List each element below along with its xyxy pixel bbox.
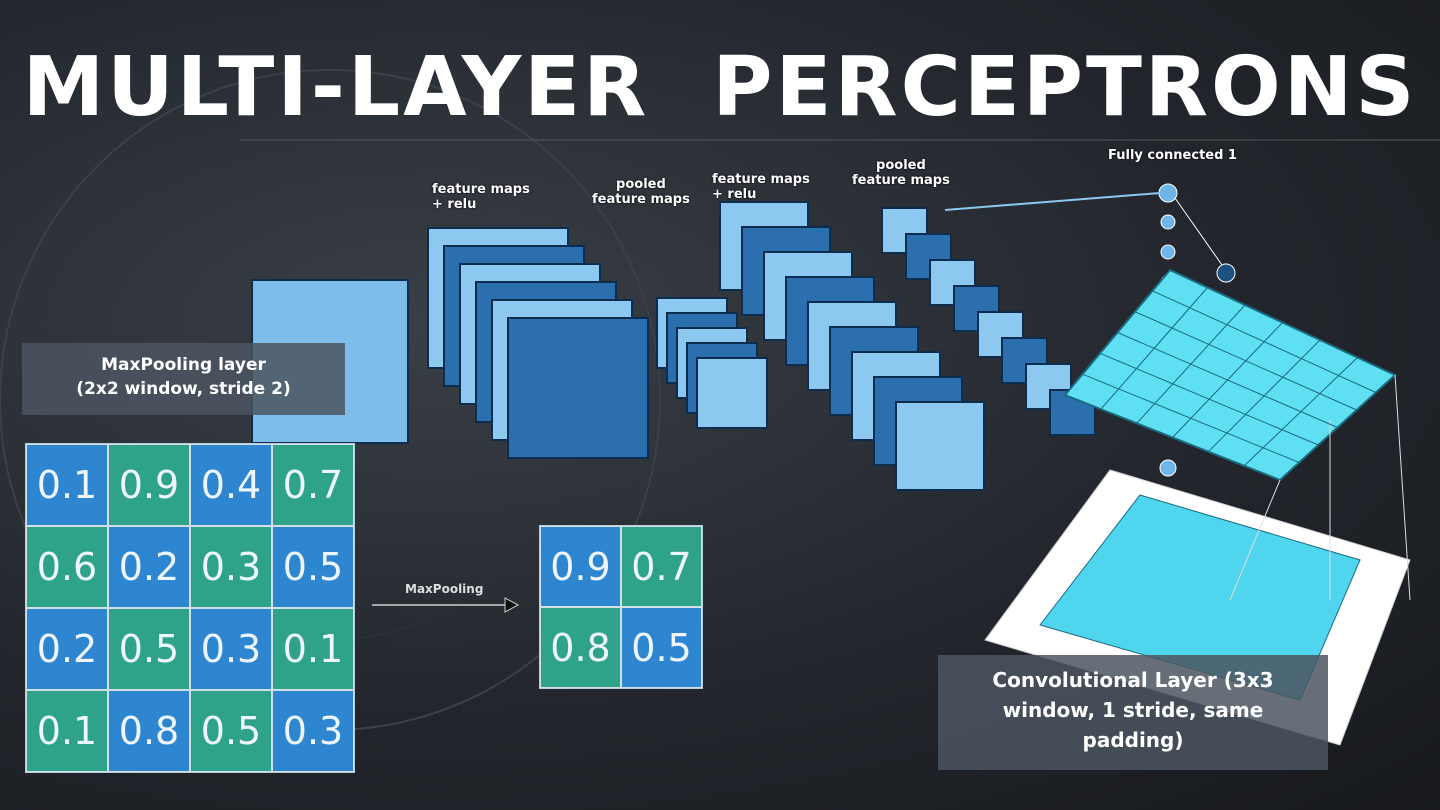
maxpool-label-line2: (2x2 window, stride 2) bbox=[76, 379, 291, 399]
matrix-cell: 0.7 bbox=[621, 526, 702, 607]
maxpool-label-box: MaxPooling layer (2x2 window, stride 2) bbox=[22, 343, 345, 415]
conv-grid-line bbox=[1243, 357, 1358, 467]
matrix-cell: 0.5 bbox=[272, 526, 354, 608]
conv-label-text: Convolutional Layer (3x3 window, 1 strid… bbox=[992, 668, 1274, 752]
matrix-cell: 0.5 bbox=[108, 608, 190, 690]
label-fully-connected: Fully connected 1 bbox=[1108, 148, 1237, 163]
matrix-cell: 0.9 bbox=[108, 444, 190, 526]
feature-map-1 bbox=[507, 317, 649, 459]
matrix-cell: 0.3 bbox=[272, 690, 354, 772]
matrix-cell: 0.8 bbox=[540, 607, 621, 688]
matrix-cell: 0.5 bbox=[621, 607, 702, 688]
matrix-cell: 0.1 bbox=[26, 690, 108, 772]
matrix-cell: 0.1 bbox=[26, 444, 108, 526]
label-feature-maps-1: feature maps + relu bbox=[432, 182, 530, 212]
matrix-cell: 0.1 bbox=[272, 608, 354, 690]
conv-layer-3d bbox=[984, 268, 1411, 746]
feature-map-2 bbox=[895, 401, 985, 491]
matrix-cell: 0.2 bbox=[26, 608, 108, 690]
matrix-cell: 0.8 bbox=[108, 690, 190, 772]
label-pooled-2: pooled feature maps bbox=[852, 158, 950, 188]
matrix-cell: 0.6 bbox=[26, 526, 108, 608]
label-feature-maps-2: feature maps + relu bbox=[712, 172, 810, 202]
maxpool-label-line1: MaxPooling layer bbox=[101, 355, 266, 375]
pooled-map-2 bbox=[881, 207, 928, 254]
matrix-cell: 0.3 bbox=[190, 526, 272, 608]
matrix-cell: 0.9 bbox=[540, 526, 621, 607]
label-pooled-1: pooled feature maps bbox=[592, 177, 690, 207]
matrix-cell: 0.4 bbox=[190, 444, 272, 526]
matrix-cell: 0.2 bbox=[108, 526, 190, 608]
matrix-cell: 0.5 bbox=[190, 690, 272, 772]
matrix-cell: 0.7 bbox=[272, 444, 354, 526]
conv-label-box: Convolutional Layer (3x3 window, 1 strid… bbox=[938, 655, 1328, 770]
pooled-map-1 bbox=[696, 357, 768, 429]
page-title: MULTI-LAYER PERCEPTRONS bbox=[22, 40, 1418, 135]
maxpool-arrow-label: MaxPooling bbox=[405, 582, 484, 596]
matrix-cell: 0.3 bbox=[190, 608, 272, 690]
